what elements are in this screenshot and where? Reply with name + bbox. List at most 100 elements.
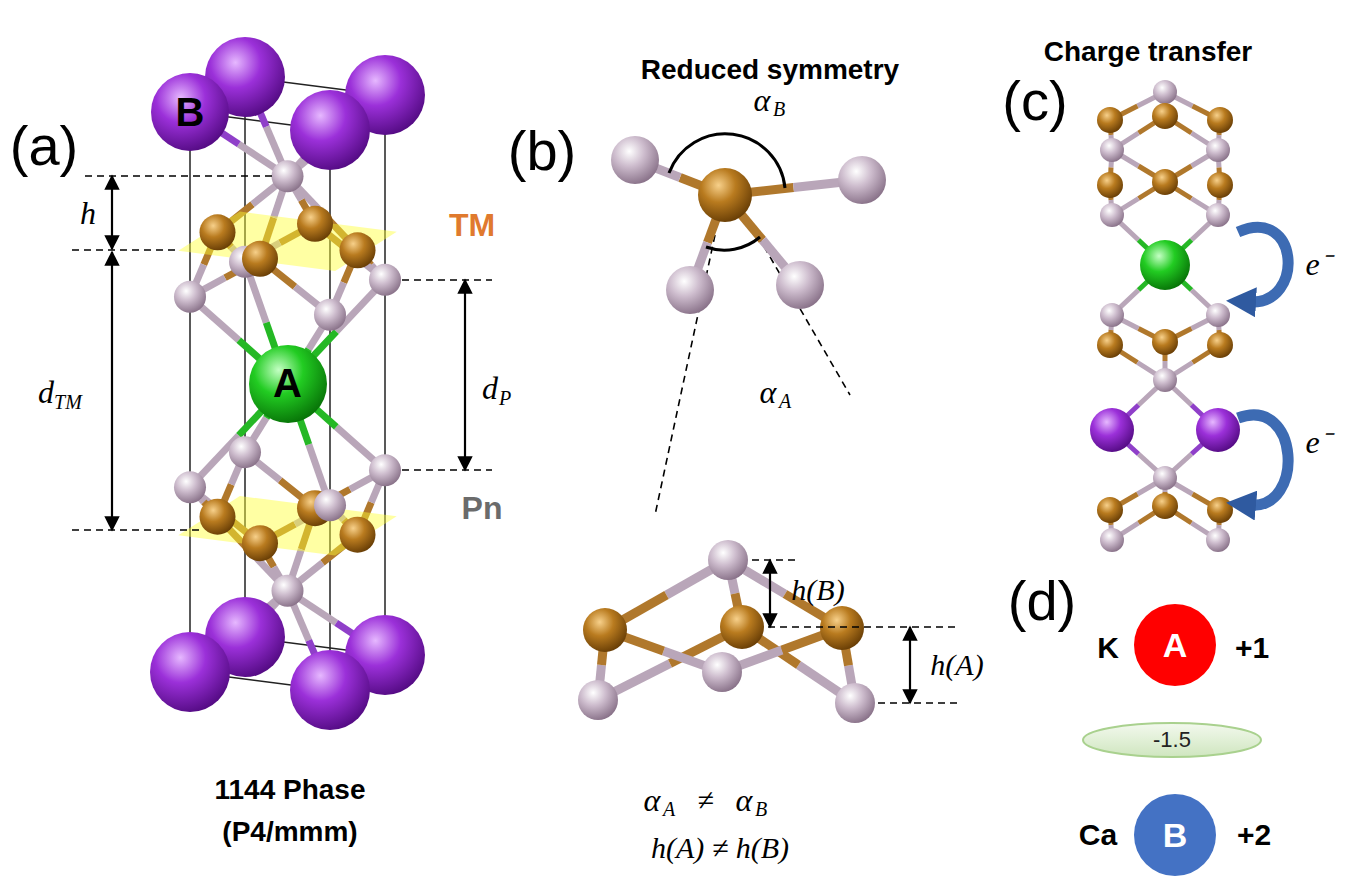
dashed-guide [72,249,175,251]
atom [314,489,346,521]
charge-transfer-arrow [1238,415,1288,505]
atom [702,652,742,692]
dimension-arrow [769,560,771,627]
dashed-guide [72,529,200,531]
node-text: A [1163,626,1188,665]
atom [1207,107,1233,133]
dimension-symbol: d [38,374,54,411]
atom [369,454,401,486]
panel-letter: (c) [1002,68,1067,133]
angle-symbol: α [644,782,661,819]
atom [272,160,304,192]
panel-letter: (b) [508,118,576,183]
atom [1152,169,1178,195]
structure-caption: 1144 Phase [214,774,365,806]
atom [200,499,236,535]
inequality-statement: h(A) ≠ h(B) [651,831,789,865]
atom [272,575,304,607]
atom [290,650,370,730]
dimension-subscript: P [499,387,511,410]
tm-plane [178,496,396,555]
atom [1206,138,1230,162]
atom [340,517,376,553]
atom [229,436,261,468]
dashed-guide [402,279,492,281]
electron-label: e⁻ [1305,241,1330,284]
atom [174,471,206,503]
angle-subscript: B [755,798,767,821]
dimension-symbol: d [482,370,498,407]
charge-ellipse [1083,723,1261,757]
atom [1100,138,1124,162]
atom [1153,368,1177,392]
atom [1206,203,1230,227]
atom [340,232,376,268]
dashed-guide [768,626,960,628]
atom-circle [151,73,229,151]
electron-label: e⁻ [1305,419,1330,462]
illustration-group [72,37,1288,730]
atom [708,540,748,580]
atom [1097,172,1123,198]
element-name: K [1097,631,1119,665]
layer-label: Pn [462,490,503,527]
atom [1152,103,1178,129]
angle-subscript: A [663,798,675,821]
height-symbol: h(A) [930,648,983,682]
atom [150,632,230,712]
tm-plane [178,212,396,271]
valence-circle: B [1133,793,1217,877]
structure-caption: (P4/mmm) [222,816,357,848]
atom [242,525,278,561]
atom [200,214,236,250]
atom [1152,493,1178,519]
element-name: Ca [1079,818,1117,852]
panel-heading: Charge transfer [1044,36,1253,68]
atom [1097,497,1123,523]
dimension-arrow [111,252,113,530]
atom [583,608,627,652]
node-text: A [273,361,302,406]
atom [1196,408,1240,452]
dashed-guide [402,469,492,471]
layer-label: TM [449,207,495,244]
node-text: B [176,90,205,135]
angle-symbol: α [754,82,771,119]
atom [1207,172,1233,198]
atom [838,156,886,204]
valence-number: +1 [1235,631,1269,665]
atom [1206,528,1230,552]
dashed-guide [752,559,800,561]
atom [1207,497,1233,523]
dimension-arrow [909,627,911,703]
atom [1100,203,1124,227]
atom-circle [1134,794,1216,876]
atom [1100,528,1124,552]
atom [1100,303,1124,327]
dashed-guide [878,702,960,704]
atom [1097,107,1123,133]
dimension-arrow [111,176,113,249]
atom-circle [249,345,327,423]
atom [314,299,346,331]
unit-cell-edge [384,95,386,655]
atom [611,136,659,184]
atom [820,606,864,650]
atom [174,281,206,313]
layer-charge-ellipse: -1.5 [1082,722,1262,758]
atom [1207,332,1233,358]
unit-cell-edge [189,112,191,672]
atom [1090,408,1134,452]
height-symbol: h(B) [791,573,844,607]
charge-transfer-arrow [1238,227,1288,302]
angle-symbol: α [760,374,777,411]
angle-symbol: α [736,782,753,819]
valence-number: +2 [1237,818,1271,852]
angle-subscript: A [779,390,791,413]
atom [1140,240,1190,290]
angle-arc [706,237,760,250]
cation-atom: A [248,344,328,424]
atom [297,206,333,242]
angle-arc [669,134,785,188]
